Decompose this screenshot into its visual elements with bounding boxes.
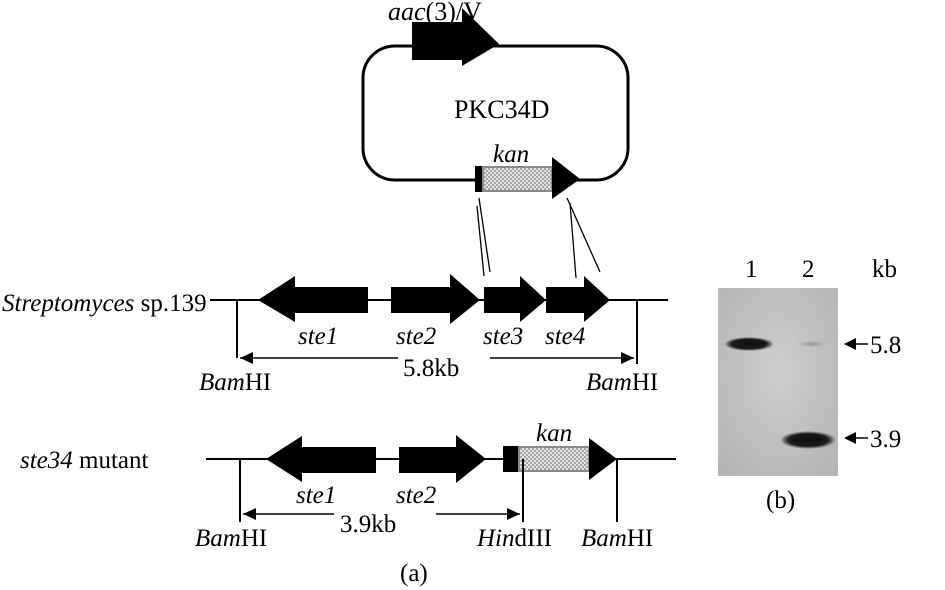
aac3-v-gene-arrow xyxy=(412,8,499,66)
plasmid-name: PKC34D xyxy=(454,95,549,124)
mutant-ste2-label: ste2 xyxy=(396,482,436,509)
mutant-kan-arrowhead xyxy=(589,438,617,480)
mutant-kan-insert-box xyxy=(518,446,590,472)
crossover-lines xyxy=(476,197,601,279)
kan-gene-arrowhead xyxy=(552,157,580,199)
lane-2-label: 2 xyxy=(802,256,815,283)
marker-5-8-label: 5.8 xyxy=(870,332,901,359)
plasmid-pkc34d: aac(3)/V PKC34D kan xyxy=(361,0,630,199)
mutant-kan-label: kan xyxy=(536,420,572,447)
ste3-label: ste3 xyxy=(483,323,523,350)
fragment-3-9kb-label: 3.9kb xyxy=(340,511,396,538)
panel-a-label: (a) xyxy=(400,560,428,587)
southern-blot-gel: 1 2 kb 5.8 3.9 (b) xyxy=(718,256,901,514)
lane-2-faint-band-5-8kb xyxy=(795,340,829,348)
mutant-locus: ste34 mutant kan ste1 ste2 3.9kb BamHI H… xyxy=(20,420,676,552)
mutant-ste1-gene-arrow xyxy=(266,436,376,482)
mutant-ste1-label: ste1 xyxy=(296,482,336,509)
fragment-5-8kb-label: 5.8kb xyxy=(403,355,459,382)
ste4-gene-arrow xyxy=(546,276,610,322)
lane-1-band-5-8kb xyxy=(724,337,774,351)
aac3-v-label: aac(3)/V xyxy=(388,0,482,26)
ste4-label: ste4 xyxy=(545,323,585,350)
mutant-hindiii-label: HindIII xyxy=(476,525,552,552)
kan-marker-end-cap xyxy=(475,166,483,192)
wildtype-strain-label: Streptomyces sp.139 xyxy=(2,290,207,317)
mutant-label: ste34 mutant xyxy=(20,447,149,474)
mutant-kan-end-cap xyxy=(503,446,519,472)
lane-1-label: 1 xyxy=(745,256,758,283)
mutant-ste2-gene-arrow xyxy=(399,435,486,483)
kan-insert-box xyxy=(482,166,553,192)
wildtype-bamhi-right-label: BamHI xyxy=(586,369,658,396)
ste2-label: ste2 xyxy=(396,323,436,350)
mutant-bamhi-right-label: BamHI xyxy=(581,525,653,552)
wildtype-locus: Streptomyces sp.139 ste1 ste2 ste3 ste4 … xyxy=(2,274,668,396)
mutant-bamhi-left-label: BamHI xyxy=(195,525,267,552)
kb-unit-label: kb xyxy=(872,256,897,283)
ste3-gene-arrow xyxy=(484,276,546,322)
ste1-label: ste1 xyxy=(298,323,338,350)
plasmid-kan-label: kan xyxy=(493,141,529,168)
marker-3-9-label: 3.9 xyxy=(870,426,901,453)
ste1-gene-arrow xyxy=(258,276,368,322)
wildtype-bamhi-left-label: BamHI xyxy=(199,369,271,396)
ste2-gene-arrow xyxy=(391,274,480,324)
lane-2-band-3-9kb xyxy=(780,431,836,449)
panel-b-label: (b) xyxy=(766,487,795,514)
